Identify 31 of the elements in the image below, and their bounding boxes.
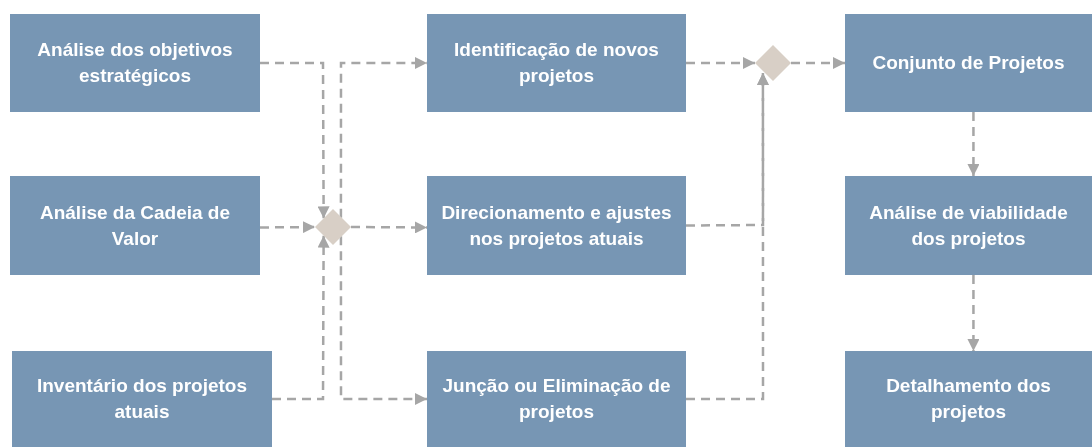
process-box — [10, 14, 260, 112]
dashed-arrow — [351, 221, 427, 234]
process-box — [12, 351, 272, 447]
dashed-arrow — [272, 235, 330, 401]
box-label: Análise dos objetivos estratégicos — [36, 38, 234, 88]
process-box — [427, 14, 686, 112]
dashed-arrow — [686, 57, 755, 69]
process-box — [845, 351, 1092, 447]
dashed-arrow — [967, 112, 980, 176]
dashed-arrow — [260, 61, 330, 219]
dashed-arrow — [339, 236, 427, 405]
decision-diamond — [755, 45, 791, 81]
process-box — [845, 176, 1092, 275]
process-box — [845, 14, 1092, 112]
box-label: Junção ou Eliminação de projetos — [441, 374, 672, 424]
process-box — [427, 351, 686, 447]
process-box — [10, 176, 260, 275]
box-label: Análise de viabilidade dos projetos — [868, 200, 1069, 251]
dashed-arrow — [339, 57, 427, 218]
box-label: Direcionamento e ajustes nos projetos atuais — [440, 200, 673, 251]
dashed-arrow — [791, 57, 845, 69]
dashed-arrow — [967, 275, 980, 351]
box-label: Conjunto de Projetos — [872, 51, 1065, 75]
decision-diamond — [315, 209, 351, 245]
process-box — [427, 176, 686, 275]
dashed-arrow — [686, 73, 769, 401]
box-label: Identificação de novos projetos — [453, 38, 660, 88]
box-label: Análise da Cadeia de Valor — [38, 200, 232, 251]
box-label: Inventário dos projetos atuais — [35, 374, 249, 424]
dashed-arrow — [260, 221, 315, 234]
box-label: Detalhamento dos projetos — [885, 374, 1052, 424]
